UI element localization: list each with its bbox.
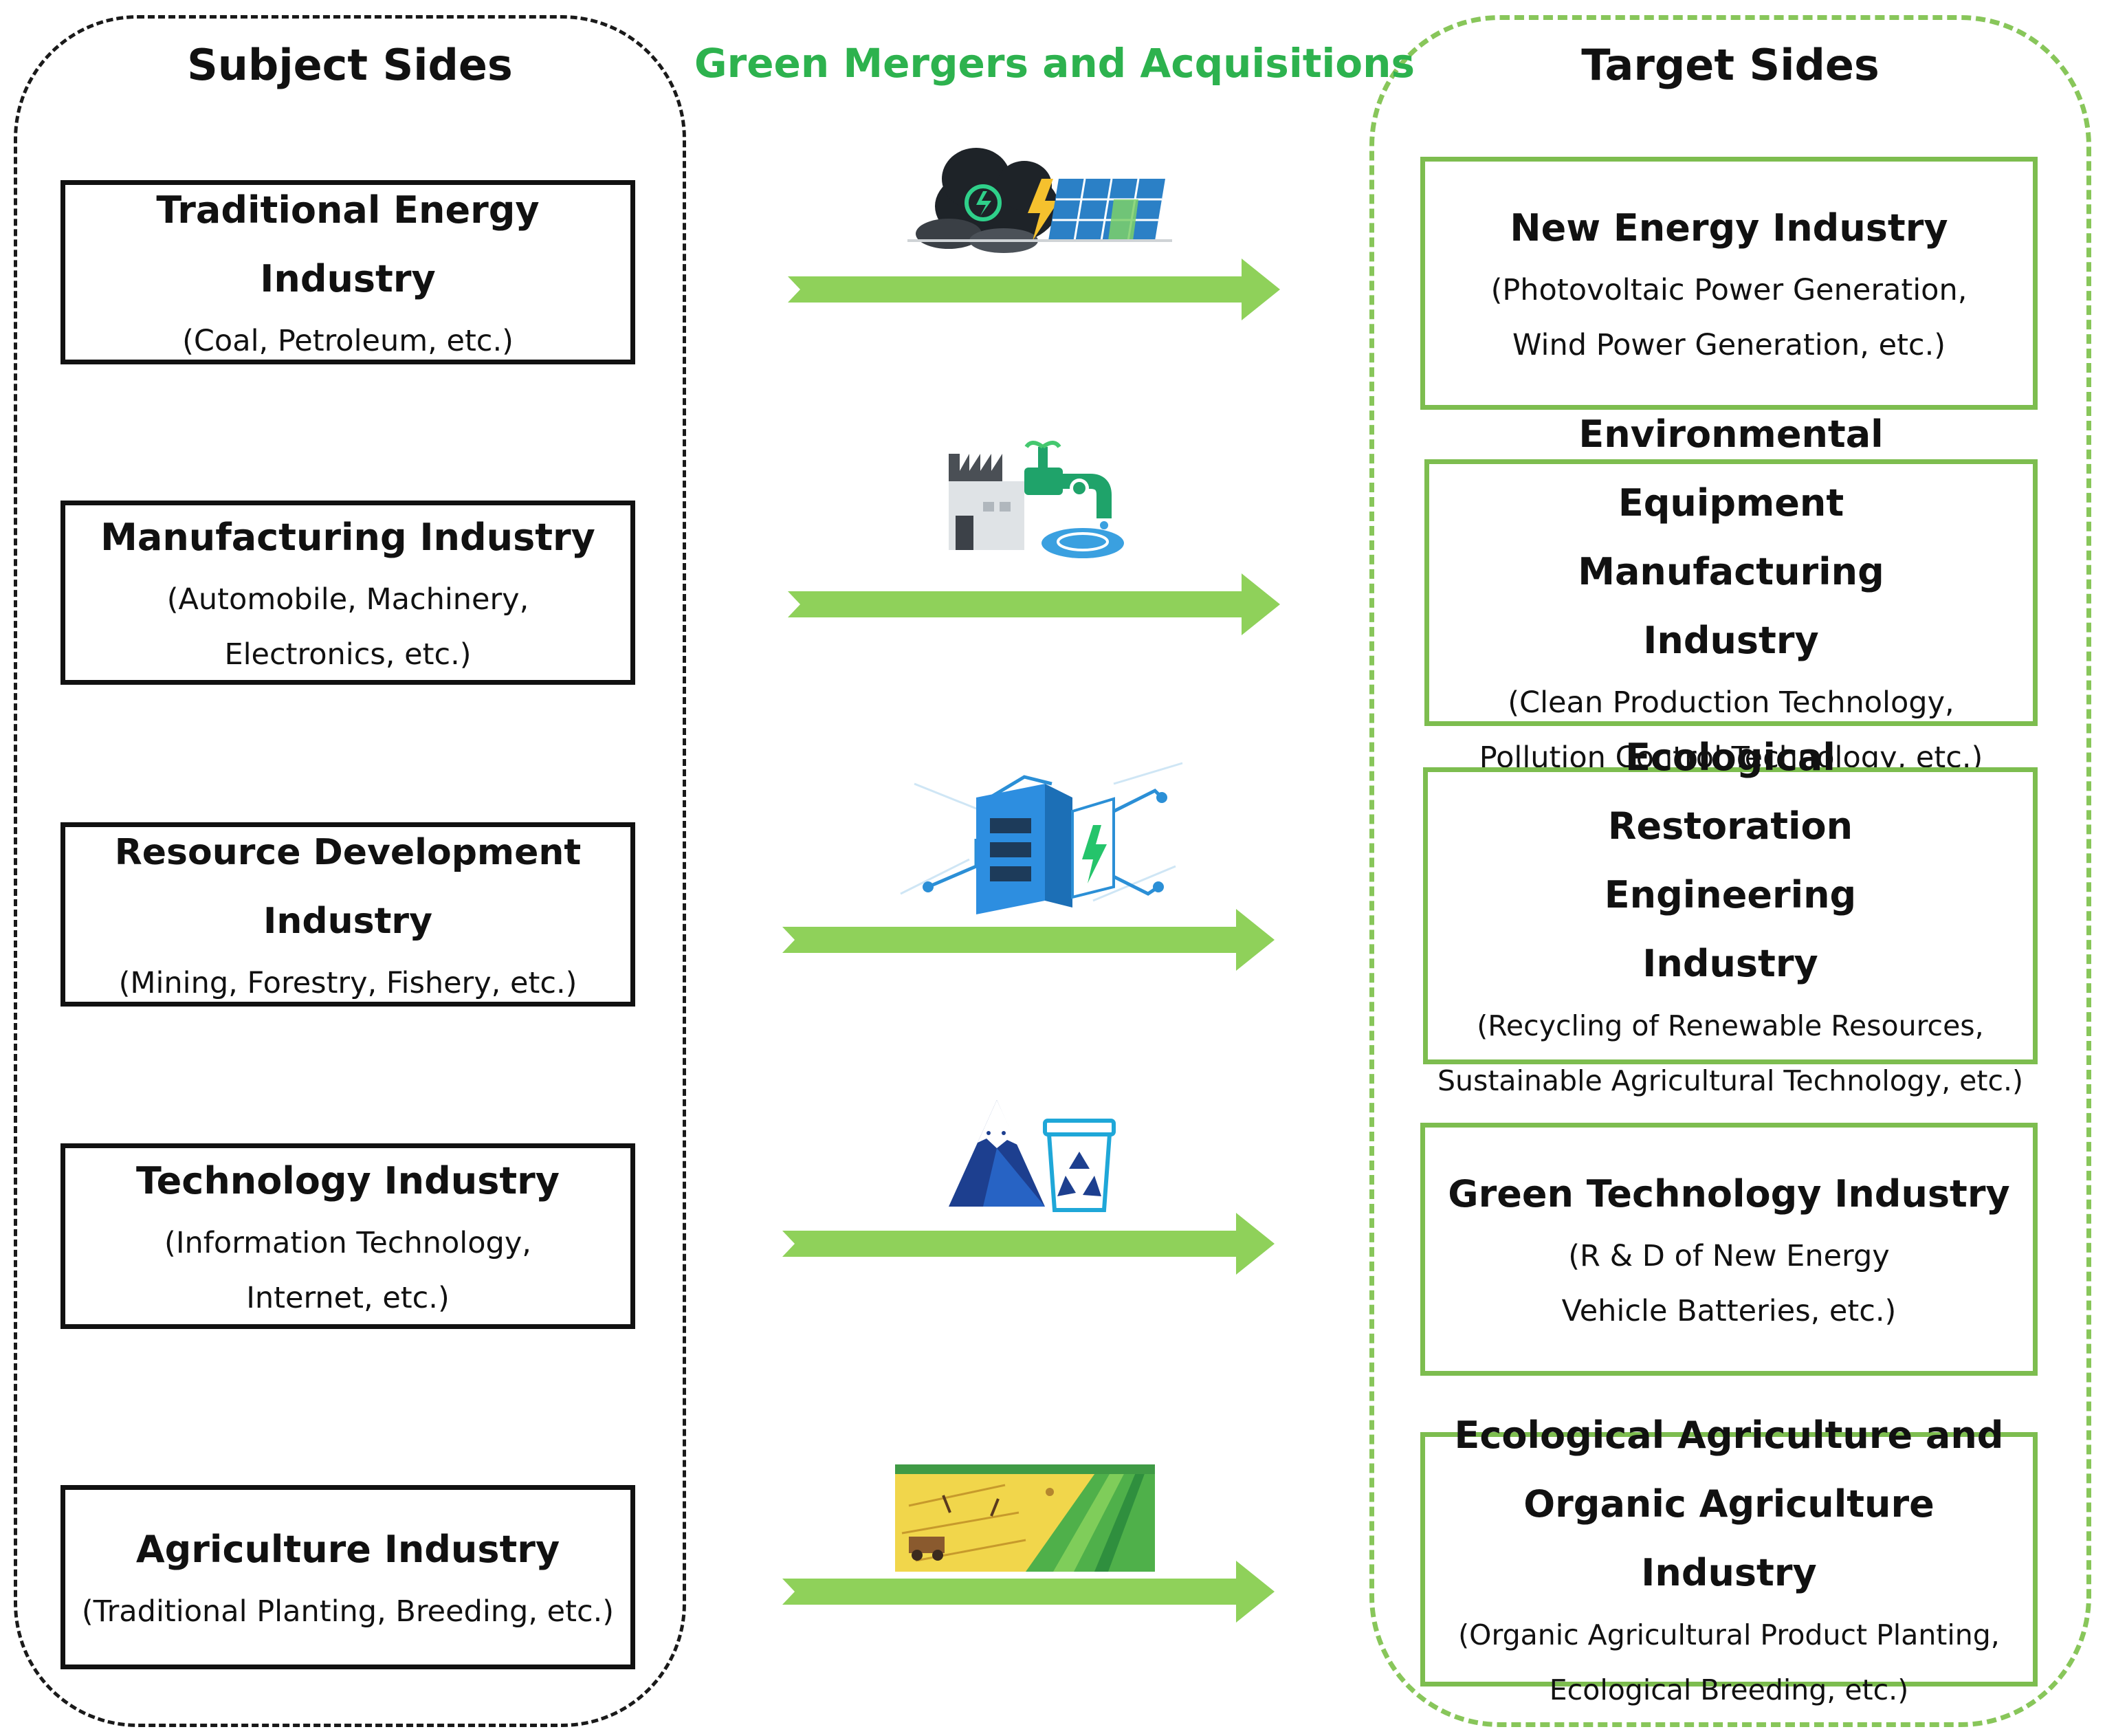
arrow-right xyxy=(782,1213,1275,1275)
subject-box-traditional-energy: Traditional Energy Industry (Coal, Petro… xyxy=(60,180,635,364)
arrow-right xyxy=(782,1561,1275,1623)
target-name: Ecological Restoration Engineering Indus… xyxy=(1604,736,1857,985)
target-box-environmental-equipment: Environmental Equipment Manufacturing In… xyxy=(1424,413,2038,775)
target-box-new-energy: New Energy Industry (Photovoltaic Power … xyxy=(1420,157,2038,410)
target-box-green-technology: Green Technology Industry (R & D of New … xyxy=(1420,1123,2038,1376)
target-detail: (Recycling of Renewable Resources, Susta… xyxy=(1437,1009,2024,1097)
target-name: New Energy Industry xyxy=(1510,206,1948,250)
arrow-right xyxy=(788,573,1280,635)
coal-solar-icon xyxy=(907,148,1172,253)
subject-detail: (Information Technology, Internet, etc.) xyxy=(164,1226,531,1315)
subject-name: Resource Development Industry xyxy=(114,832,582,942)
target-sides-panel xyxy=(1369,15,2091,1727)
subject-name: Technology Industry xyxy=(136,1159,560,1202)
factory-water-icon xyxy=(949,441,1124,558)
target-detail: (Organic Agricultural Product Planting, … xyxy=(1458,1618,2000,1706)
target-name: Ecological Agriculture and Organic Agric… xyxy=(1454,1414,2004,1594)
subject-name: Traditional Energy Industry xyxy=(156,188,540,300)
subject-box-manufacturing: Manufacturing Industry (Automobile, Mach… xyxy=(60,501,635,685)
subject-sides-panel xyxy=(14,15,686,1727)
target-box-ecological-restoration: Ecological Restoration Engineering Indus… xyxy=(1423,736,2038,1097)
mountain-recycle-icon xyxy=(949,1100,1116,1212)
subject-box-technology: Technology Industry (Information Technol… xyxy=(60,1143,635,1329)
target-box-ecological-agriculture: Ecological Agriculture and Organic Agric… xyxy=(1420,1414,2038,1706)
subject-box-agriculture: Agriculture Industry (Traditional Planti… xyxy=(60,1485,635,1669)
arrow-right xyxy=(782,909,1275,971)
farmland-icon xyxy=(895,1464,1155,1572)
battery-circuit-icon xyxy=(900,762,1183,914)
subject-detail: (Coal, Petroleum, etc.) xyxy=(182,324,514,358)
subject-sides-title: Subject Sides xyxy=(187,40,513,90)
target-detail: (Photovoltaic Power Generation, Wind Pow… xyxy=(1490,273,1968,362)
subject-box-resource-development: Resource Development Industry (Mining, F… xyxy=(60,822,635,1007)
arrow-right xyxy=(788,259,1280,320)
target-sides-title: Target Sides xyxy=(1581,40,1880,90)
subject-detail: (Automobile, Machinery, Electronics, etc… xyxy=(166,582,529,672)
target-name: Green Technology Industry xyxy=(1448,1172,2010,1216)
subject-detail: (Mining, Forestry, Fishery, etc.) xyxy=(118,966,577,1000)
subject-detail: (Traditional Planting, Breeding, etc.) xyxy=(81,1594,615,1629)
green-ma-title: Green Mergers and Acquisitions xyxy=(694,40,1415,87)
subject-name: Agriculture Industry xyxy=(135,1528,560,1571)
subject-name: Manufacturing Industry xyxy=(100,516,595,559)
target-name: Environmental Equipment Manufacturing In… xyxy=(1578,413,1884,662)
target-detail: (R & D of New Energy Vehicle Batteries, … xyxy=(1561,1239,1897,1328)
